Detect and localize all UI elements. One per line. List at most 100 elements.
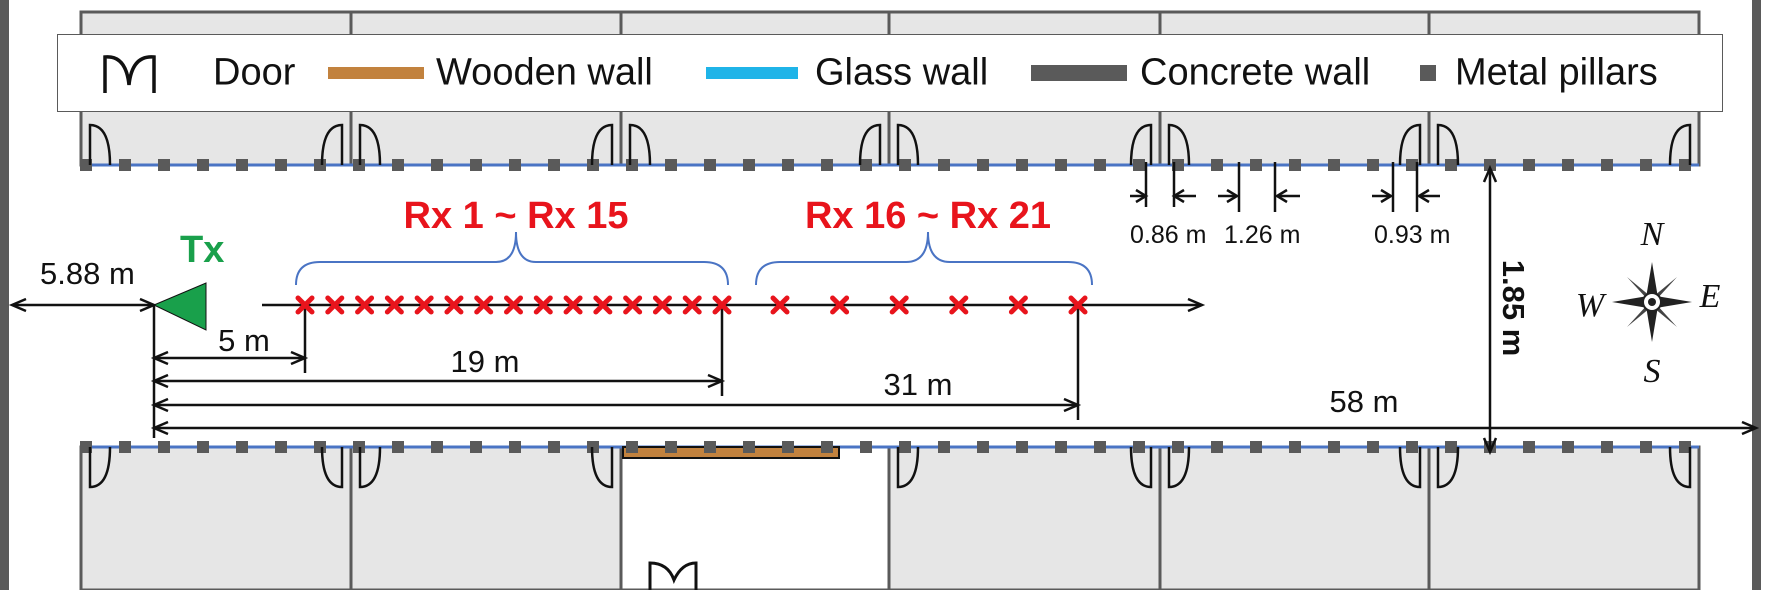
outer-concrete-wall-right: [1752, 0, 1761, 590]
metal-pillar: [1601, 441, 1613, 453]
metal-pillar: [1133, 441, 1145, 453]
rx-marker: [533, 295, 553, 315]
rx-marker: [623, 295, 643, 315]
door-icon: [896, 446, 920, 489]
width-185-label: 1.85 m: [1496, 260, 1531, 357]
metal-pillar: [1367, 441, 1379, 453]
metal-pillar: [1094, 441, 1106, 453]
door-icon: [628, 123, 652, 166]
outer-concrete-wall-left: [0, 0, 9, 590]
door-icon: [858, 123, 882, 166]
glass-wall-legend-swatch: [706, 67, 798, 79]
gap-126-label: 1.26 m: [1224, 221, 1300, 249]
door-icon: [1436, 123, 1460, 166]
metal-pillar: [158, 441, 170, 453]
metal-pillars-bottom: [80, 441, 1691, 453]
wooden-wall-legend-swatch: [328, 67, 424, 79]
legend-door-label: Door: [213, 51, 296, 94]
rx-marker: [504, 295, 523, 315]
brace-group1: [295, 231, 729, 286]
metal-pillar: [743, 441, 755, 453]
metal-pillar: [548, 159, 560, 171]
door-icon: [1398, 123, 1422, 166]
metal-pillar: [1211, 159, 1223, 171]
rx-marker: [889, 295, 909, 315]
wooden-wall: [622, 446, 840, 459]
door-icon: [1398, 446, 1422, 489]
door-icon: [1668, 446, 1692, 489]
dim-58m-label: 58 m: [1330, 384, 1399, 419]
metal-pillar: [470, 441, 482, 453]
metal-pillar: [197, 441, 209, 453]
metal-pillar: [665, 441, 677, 453]
metal-pillar: [1328, 159, 1340, 171]
metal-pillar: [1640, 159, 1652, 171]
metal-pillar: [431, 159, 443, 171]
rx-marker: [1008, 295, 1028, 315]
metal-pillar: [314, 159, 326, 171]
door-icon: [1167, 123, 1191, 166]
door-icon: [320, 446, 344, 489]
rx-group1-label: Rx 1 ~ Rx 15: [404, 195, 629, 237]
metal-pillar: [509, 159, 521, 171]
metal-pillar: [626, 441, 638, 453]
metal-pillar: [977, 159, 989, 171]
gap-093-label: 0.93 m: [1374, 221, 1450, 249]
metal-pillar: [704, 441, 716, 453]
rx-marker: [444, 295, 464, 315]
metal-pillar: [119, 441, 131, 453]
metal-pillar: [392, 441, 404, 453]
metal-pillar: [1289, 159, 1301, 171]
dim-19m-label: 19 m: [451, 344, 520, 379]
legend-concrete-label: Concrete wall: [1140, 51, 1371, 94]
metal-pillar: [1250, 441, 1262, 453]
legend-metal-label: Metal pillars: [1455, 51, 1658, 94]
door-icon: [1129, 446, 1153, 489]
tx-label: Tx: [180, 229, 224, 271]
double-door-icon: [648, 561, 698, 590]
door-icon: [320, 123, 344, 166]
rx-marker: [355, 295, 375, 315]
rx-marker: [712, 295, 732, 315]
metal-pillar: [1133, 159, 1145, 171]
metal-pillar: [1016, 159, 1028, 171]
metal-pillar: [548, 441, 560, 453]
door-icon: [1668, 123, 1692, 166]
metal-pillar: [1562, 441, 1574, 453]
metal-pillar: [1679, 441, 1691, 453]
metal-pillar: [119, 159, 131, 171]
rx-marker: [593, 295, 613, 315]
door-legend-icon: [103, 55, 156, 93]
gap-086-label: 0.86 m: [1130, 221, 1206, 249]
rx-marker: [414, 295, 434, 315]
metal-pillar: [782, 441, 794, 453]
metal-pillar: [1289, 441, 1301, 453]
rx-marker: [325, 295, 345, 315]
door-icon: [1436, 446, 1460, 489]
compass-south-label: S: [1644, 353, 1661, 390]
metal-pillar: [1445, 159, 1457, 171]
rx-group2-label: Rx 16 ~ Rx 21: [805, 195, 1051, 237]
doors: [88, 123, 1692, 489]
metal-pillar: [782, 159, 794, 171]
metal-pillar: [236, 159, 248, 171]
brace-group2: [755, 231, 1093, 286]
metal-pillar: [314, 441, 326, 453]
metal-pillar: [743, 159, 755, 171]
metal-pillar: [821, 441, 833, 453]
bottom-rooms: [79, 445, 1701, 590]
metal-pillar: [158, 159, 170, 171]
door-icon: [896, 123, 920, 166]
rx-marker: [830, 295, 850, 315]
rx-route-arrowhead: [1187, 297, 1206, 313]
metal-pillar: [860, 159, 872, 171]
metal-pillar-legend-swatch: [1420, 65, 1436, 81]
rx-marker: [295, 295, 315, 315]
compass-north-label: N: [1640, 216, 1666, 253]
metal-pillar: [626, 159, 638, 171]
metal-pillar: [938, 441, 950, 453]
metal-pillar: [1523, 159, 1535, 171]
metal-pillar: [938, 159, 950, 171]
metal-pillar: [1679, 159, 1691, 171]
metal-pillar: [275, 441, 287, 453]
